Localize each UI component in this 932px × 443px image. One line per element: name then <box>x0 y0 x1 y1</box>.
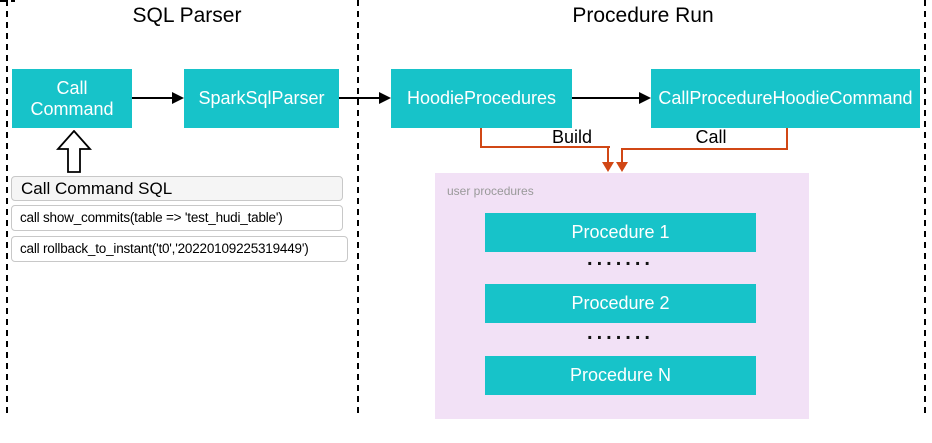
hoodieprocedures-node: HoodieProcedures <box>391 69 572 128</box>
call-label: Call <box>695 127 727 147</box>
call-command-node: Call Command <box>12 69 132 128</box>
procedure-run-right-border <box>924 0 926 413</box>
procedure-n-node: Procedure N <box>485 356 756 395</box>
procedure-2-node: Procedure 2 <box>485 284 756 323</box>
call-connector-line <box>621 148 623 163</box>
section-divider-border <box>357 0 359 413</box>
user-procedures-label: user procedures <box>447 184 534 198</box>
call-connector-line <box>621 148 788 150</box>
call-command-label: Call Command <box>30 77 114 119</box>
procedure-run-title: Procedure Run <box>572 4 714 27</box>
procedure-1-node: Procedure 1 <box>485 213 756 252</box>
sql-example-row: call show_commits(table => 'test_hudi_ta… <box>11 205 343 231</box>
sql-example-row: call rollback_to_instant('t0','202201092… <box>11 236 348 262</box>
arrow-callcommand-to-parser <box>132 97 174 99</box>
down-arrowhead-icon <box>602 162 614 172</box>
sql-parser-left-border <box>6 0 8 413</box>
up-arrow-icon <box>56 130 92 173</box>
ellipsis-dots: ....... <box>587 322 654 344</box>
down-arrowhead-icon <box>616 162 628 172</box>
build-connector-line <box>480 128 482 148</box>
arrowhead-icon <box>379 92 391 104</box>
callprocedurehoodiecommand-node: CallProcedureHoodieCommand <box>651 69 920 128</box>
build-connector-line <box>607 146 609 163</box>
sql-parser-title: SQL Parser <box>132 4 242 27</box>
arrow-parser-to-hoodieprocedures <box>339 97 380 99</box>
build-label: Build <box>551 127 593 147</box>
call-command-sql-header: Call Command SQL <box>11 176 343 201</box>
arrowhead-icon <box>639 92 651 104</box>
arrow-hoodieprocedures-to-command <box>572 97 640 99</box>
sparksqlparser-node: SparkSqlParser <box>184 69 339 128</box>
ellipsis-dots: ....... <box>587 248 654 270</box>
call-connector-line <box>786 128 788 150</box>
build-connector-line <box>480 146 610 148</box>
arrowhead-icon <box>172 92 184 104</box>
